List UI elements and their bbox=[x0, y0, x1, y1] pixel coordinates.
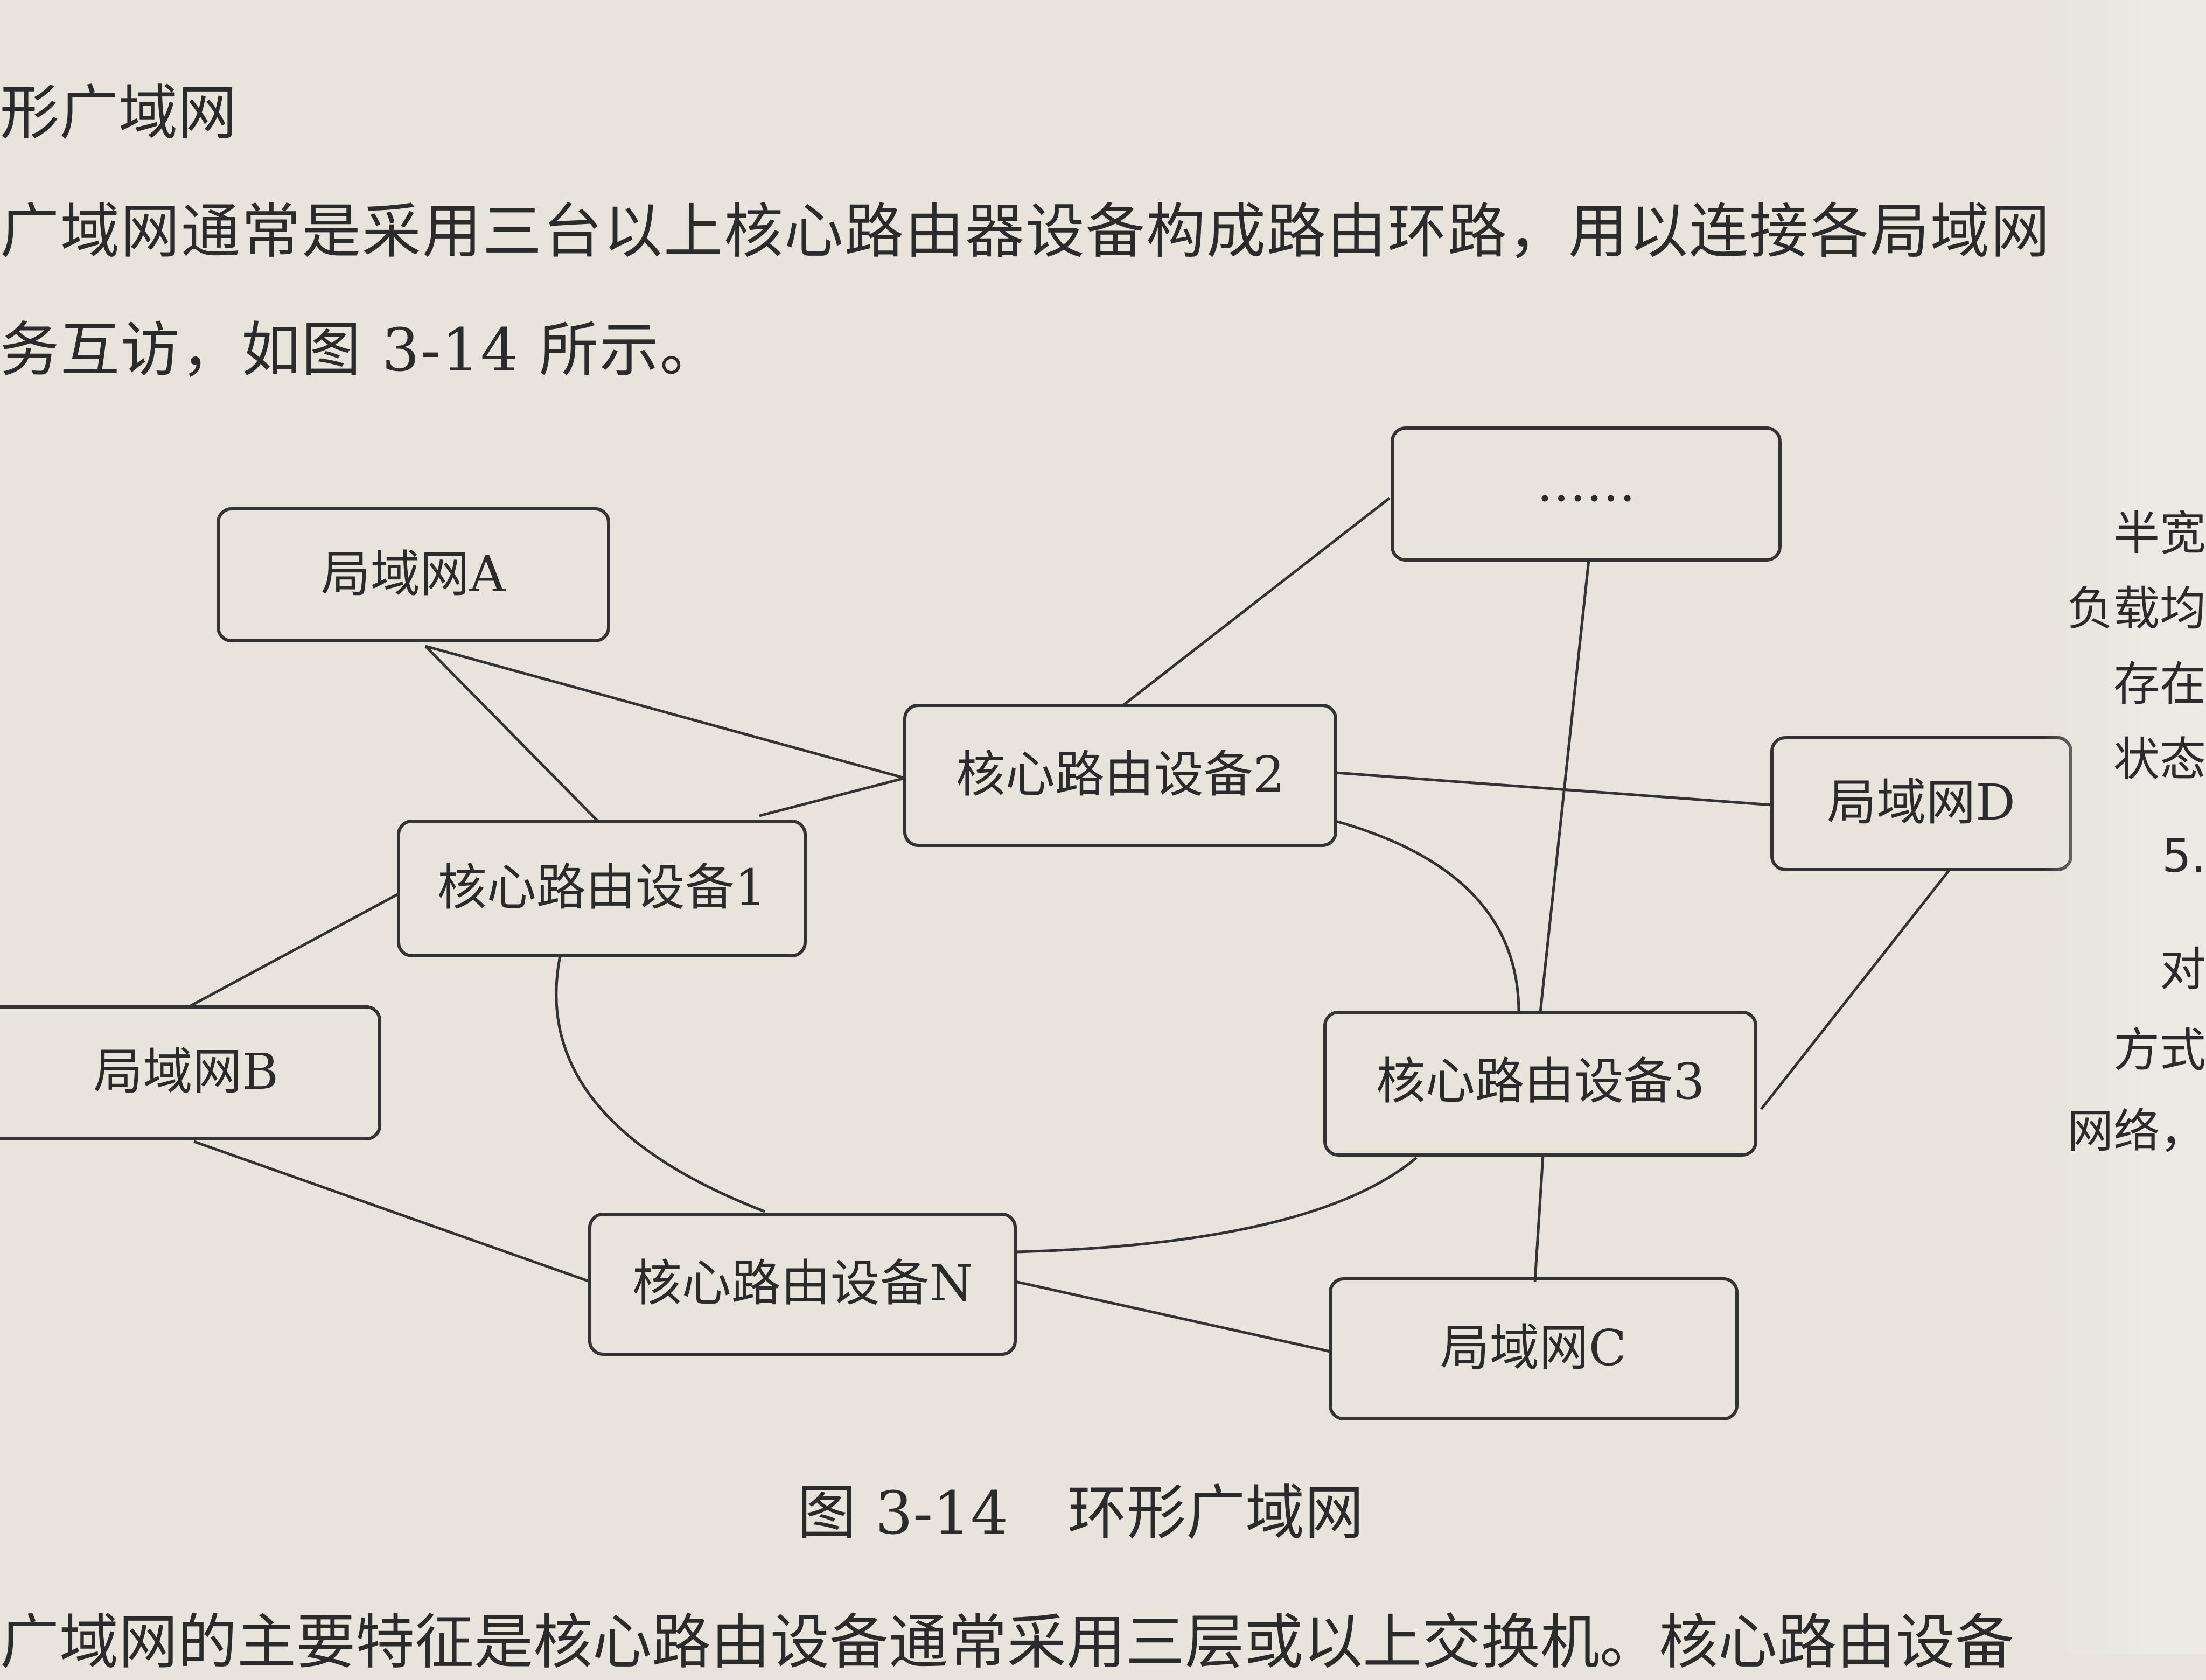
figure-number: 图 3-14 bbox=[797, 1479, 1009, 1548]
edge-core2-more bbox=[1122, 497, 1391, 706]
node-lan-b-label: 局域网B bbox=[93, 1043, 278, 1101]
node-core3-label: 核心路由设备3 bbox=[1376, 1053, 1705, 1110]
margin-fragment: 对 bbox=[2160, 943, 2206, 997]
paragraph-line-1: 广域网通常是采用三台以上核心路由器设备构成路由环路，用以连接各局域网 bbox=[0, 197, 2051, 266]
edge-core2-lan-d bbox=[1335, 771, 1772, 807]
edge-coreN-core3 bbox=[1015, 1157, 1418, 1254]
node-more: …… bbox=[1391, 426, 1782, 562]
node-core2-label: 核心路由设备2 bbox=[956, 746, 1285, 803]
edge-core1-lan-b bbox=[187, 892, 400, 1009]
node-lan-a-label: 局域网A bbox=[321, 545, 506, 603]
margin-fragment: 负载均 bbox=[2067, 582, 2206, 636]
edge-core1-coreN bbox=[555, 955, 765, 1213]
paragraph-line-2: 务互访，如图 3-14 所示。 bbox=[0, 316, 721, 384]
node-lan-c: 局域网C bbox=[1329, 1277, 1739, 1420]
edge-lan-b-coreN bbox=[193, 1140, 590, 1283]
node-lan-b: 局域网B bbox=[0, 1005, 381, 1140]
margin-fragment: 网络， bbox=[2067, 1104, 2206, 1158]
edge-core1-core2 bbox=[759, 776, 905, 817]
margin-fragment: 半宽 bbox=[2113, 507, 2206, 561]
node-lan-d-label: 局域网D bbox=[1827, 774, 2015, 831]
node-coreN-label: 核心路由设备N bbox=[632, 1255, 973, 1312]
node-lan-c-label: 局域网C bbox=[1440, 1319, 1626, 1377]
footer-paragraph-line: 广域网的主要特征是核心路由设备通常采用三层或以上交换机。核心路由设备 bbox=[0, 1608, 2014, 1677]
node-core3: 核心路由设备3 bbox=[1323, 1011, 1757, 1157]
edge-core3-lan-c bbox=[1533, 1154, 1545, 1282]
edge-more-core3 bbox=[1539, 559, 1590, 1013]
node-more-label: …… bbox=[1537, 455, 1636, 513]
page-edge-shadow bbox=[2044, 0, 2206, 1654]
edge-lan-a-core1 bbox=[424, 645, 599, 822]
section-heading: 形广域网 bbox=[0, 79, 237, 148]
figure-caption: 图 3-14 环形广域网 bbox=[797, 1465, 1364, 1551]
edge-coreN-lan-c bbox=[1015, 1280, 1331, 1353]
margin-fragment: 5. bbox=[2161, 829, 2206, 883]
node-core1: 核心路由设备1 bbox=[397, 820, 807, 957]
edge-core2-core3 bbox=[1335, 820, 1520, 1013]
node-core1-label: 核心路由设备1 bbox=[437, 859, 766, 916]
node-lan-a: 局域网A bbox=[217, 507, 610, 642]
node-coreN: 核心路由设备N bbox=[588, 1213, 1017, 1356]
figure-title: 环形广域网 bbox=[1067, 1479, 1364, 1548]
margin-fragment: 状态 bbox=[2113, 733, 2206, 787]
edge-lan-d-core3 bbox=[1760, 869, 1951, 1110]
edge-lan-a-core2 bbox=[425, 645, 905, 780]
margin-fragment: 方式 bbox=[2113, 1024, 2206, 1077]
node-core2: 核心路由设备2 bbox=[903, 704, 1337, 847]
margin-fragment: 存在 bbox=[2113, 657, 2206, 711]
node-lan-d: 局域网D bbox=[1770, 736, 2072, 871]
